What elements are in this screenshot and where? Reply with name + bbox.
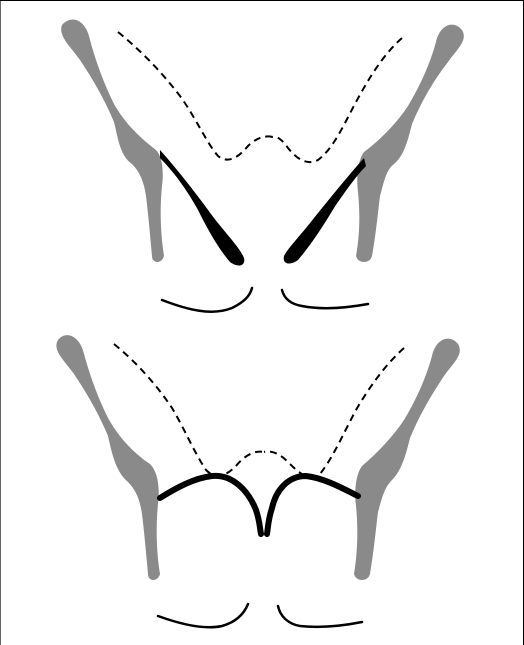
right-bone-bottom bbox=[354, 339, 460, 580]
left-thick-arch-bottom bbox=[160, 476, 261, 534]
right-thick-arch-bottom bbox=[267, 476, 358, 534]
right-bone-top bbox=[356, 25, 464, 262]
right-lower-arc-top bbox=[282, 290, 368, 308]
left-black-wedge-top bbox=[160, 150, 244, 265]
right-black-wedge-top bbox=[284, 158, 366, 263]
top-panel bbox=[61, 20, 464, 312]
right-lower-arc-bottom bbox=[278, 606, 362, 627]
left-lower-arc-bottom bbox=[158, 604, 248, 627]
bottom-panel bbox=[56, 335, 459, 627]
left-bone-top bbox=[61, 20, 164, 262]
left-lower-arc-top bbox=[162, 288, 252, 312]
